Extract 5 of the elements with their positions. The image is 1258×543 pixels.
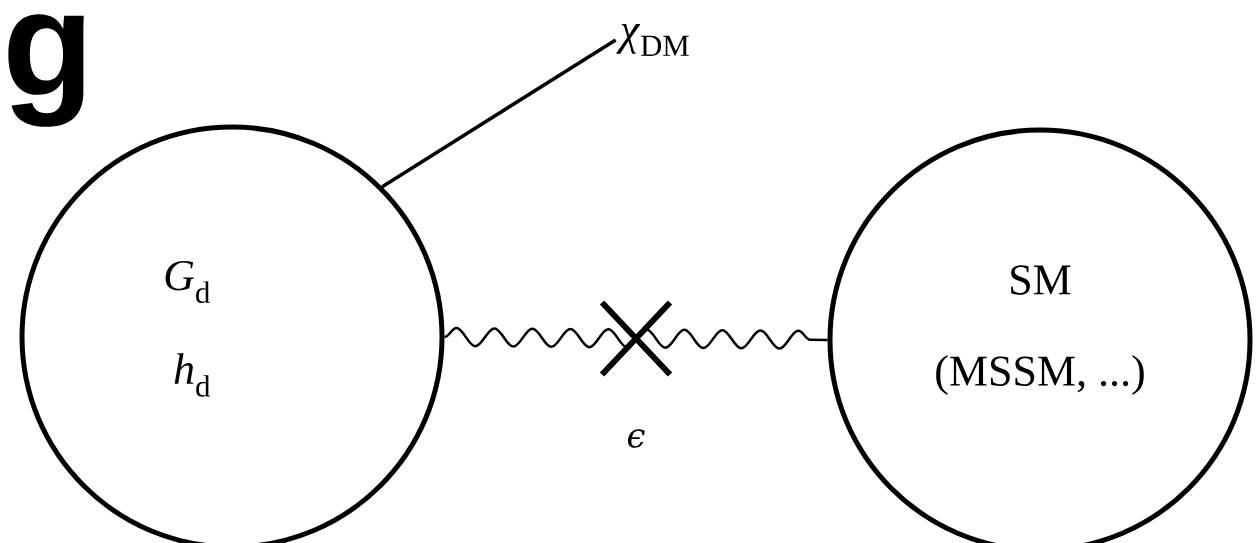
edge-label: ϵ bbox=[624, 427, 648, 450]
wavy-line bbox=[443, 326, 828, 350]
heading-letter: g bbox=[8, 14, 84, 127]
line bbox=[381, 38, 617, 189]
particle-label: χ$_{DM}$ bbox=[616, 24, 689, 56]
